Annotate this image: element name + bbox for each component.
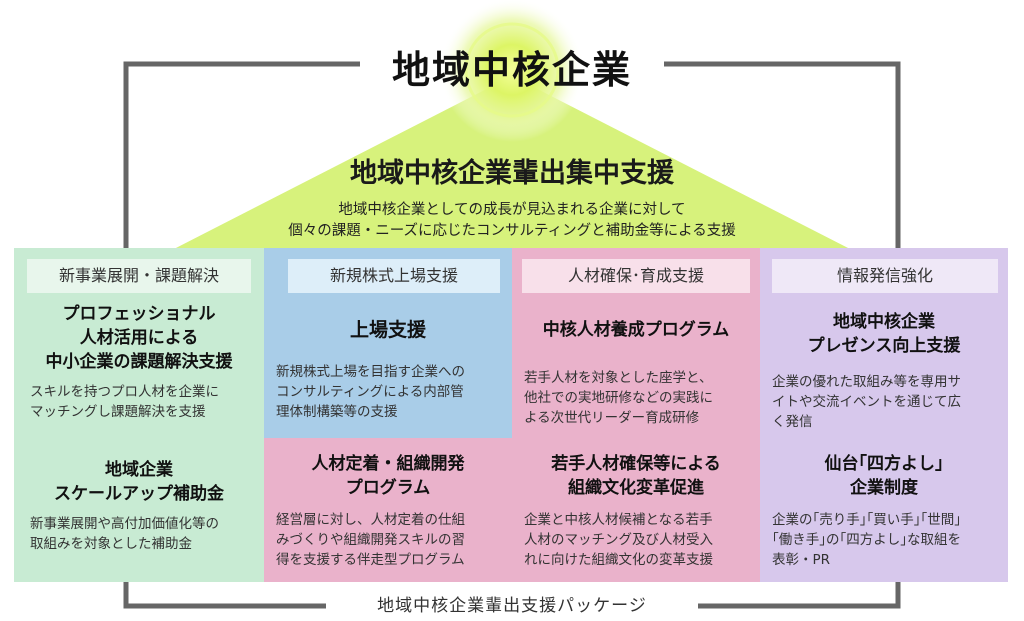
- label-box-green: [27, 259, 251, 293]
- label-box-blue: [288, 259, 500, 293]
- item-description: 若手人材を対象とした座学と、 他社での実地研修などの実践に よる次世代リーダー育…: [524, 370, 713, 426]
- item-heading: 人材定着・組織開発 プログラム: [311, 454, 465, 498]
- category-label-ipo: 新規株式上場支援: [329, 266, 458, 285]
- item-young-talent: 若手人材確保等による 組織文化変革促進 企業と中核人材候補となる若手 人材のマッ…: [512, 452, 760, 570]
- triangle-description: 地域中核企業としての成長が見込まれる企業に対して 個々の課題・ニーズに応じたコン…: [220, 200, 804, 242]
- item-heading: 地域中核企業 プレゼンス向上支援: [807, 312, 961, 356]
- item-scaleup-subsidy: 地域企業 スケールアップ補助金 新事業展開や高付加価値化等の 取組みを対象とした…: [14, 458, 264, 554]
- main-title: 地域中核企業: [391, 48, 632, 92]
- item-heading: 地域企業 スケールアップ補助金: [54, 460, 224, 504]
- item-heading: プロフェッショナル 人材活用による 中小企業の課題解決支援: [45, 304, 233, 372]
- panel-pink-left: [264, 438, 512, 582]
- item-ipo-support: 上場支援 新規株式上場を目指す企業への コンサルティングによる内部管 理体制構築…: [264, 318, 512, 422]
- title-glow: [440, 0, 584, 142]
- item-description: 企業と中核人材候補となる若手 人材のマッチング及び人材受入 れに向けた組織文化の…: [524, 512, 713, 568]
- triangle-desc-line: 個々の課題・ニーズに応じたコンサルティングと補助金等による支援: [288, 223, 736, 239]
- item-shihou-yoshi: 仙台｢四方よし｣ 企業制度 企業の｢売り手｣｢買い手｣｢世間｣ ｢働き手｣の｢四…: [760, 452, 1008, 570]
- triangle-desc-line: 地域中核企業としての成長が見込まれる企業に対して: [338, 202, 686, 218]
- item-description: 企業の優れた取組み等を専用サ イトや交流イベントを通じて広 く発信: [772, 374, 961, 430]
- triangle-title: 地域中核企業輩出集中支援: [350, 158, 674, 189]
- package-label: 地域中核企業輩出支援パッケージ: [326, 592, 698, 620]
- panel-green-bottom: [14, 434, 264, 582]
- item-heading: 中核人材養成プログラム: [542, 320, 730, 340]
- item-heading: 若手人材確保等による 組織文化変革促進: [551, 454, 721, 498]
- category-label-info: 情報発信強化: [836, 266, 933, 285]
- category-label-talent: 人材確保･育成支援: [567, 266, 704, 285]
- category-label-new-business: 新事業展開・課題解決: [58, 266, 219, 285]
- item-description: 企業の｢売り手｣｢買い手｣｢世間｣ ｢働き手｣の｢四方よし｣な取組を 表彰・PR: [772, 512, 961, 568]
- item-description: 経営層に対し、人材定着の仕組 みづくりや組織開発スキルの習 得を支援する伴走型プ…: [276, 512, 465, 568]
- item-core-talent-program: 中核人材養成プログラム 若手人材を対象とした座学と、 他社での実地研修などの実践…: [512, 318, 760, 428]
- item-heading: 仙台｢四方よし｣ 企業制度: [824, 454, 944, 498]
- label-box-pink: [522, 259, 750, 293]
- panel-pink-right: [512, 248, 760, 582]
- item-description: スキルを持つプロ人材を企業に マッチングし課題解決を支援: [30, 384, 219, 420]
- item-description: 新事業展開や高付加価値化等の 取組みを対象とした補助金: [30, 516, 219, 552]
- panel-purple: [760, 248, 1008, 582]
- item-retention-program: 人材定着・組織開発 プログラム 経営層に対し、人材定着の仕組 みづくりや組織開発…: [264, 452, 512, 570]
- item-pro-talent: プロフェッショナル 人材活用による 中小企業の課題解決支援 スキルを持つプロ人材…: [14, 302, 264, 422]
- item-heading: 上場支援: [349, 319, 426, 341]
- label-box-purple: [772, 259, 998, 293]
- item-description: 新規株式上場を目指す企業への コンサルティングによる内部管 理体制構築等の支援: [276, 364, 465, 420]
- item-presence-support: 地域中核企業 プレゼンス向上支援 企業の優れた取組み等を専用サ イトや交流イベン…: [760, 310, 1008, 432]
- support-triangle: [172, 76, 852, 250]
